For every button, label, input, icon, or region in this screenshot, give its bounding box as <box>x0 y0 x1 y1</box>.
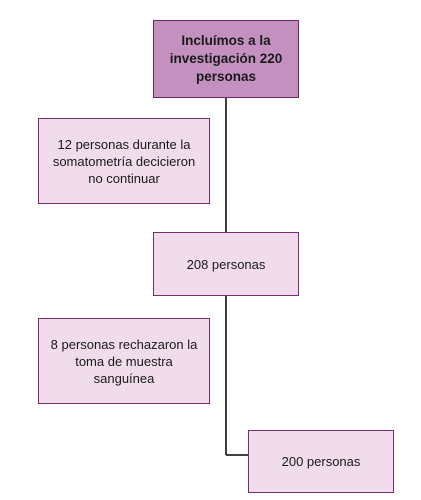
start-box-text: Incluímos a la investigación 220 persona… <box>169 33 283 84</box>
final-box-text: 200 personas <box>281 454 361 469</box>
middle-box-text: 208 personas <box>186 256 266 272</box>
exclusion-box-1-text: 12 personas durante la somatometría deci… <box>52 136 196 186</box>
final-box: 200 personas <box>248 430 394 493</box>
exclusion-box-2-text: 8 personas rechazaron la toma de muestra… <box>50 336 198 386</box>
exclusion-box-1: 12 personas durante la somatometría deci… <box>38 118 210 204</box>
middle-box: 208 personas <box>153 232 299 296</box>
exclusion-box-2: 8 personas rechazaron la toma de muestra… <box>38 318 210 404</box>
start-box: Incluímos a la investigación 220 persona… <box>153 20 299 98</box>
